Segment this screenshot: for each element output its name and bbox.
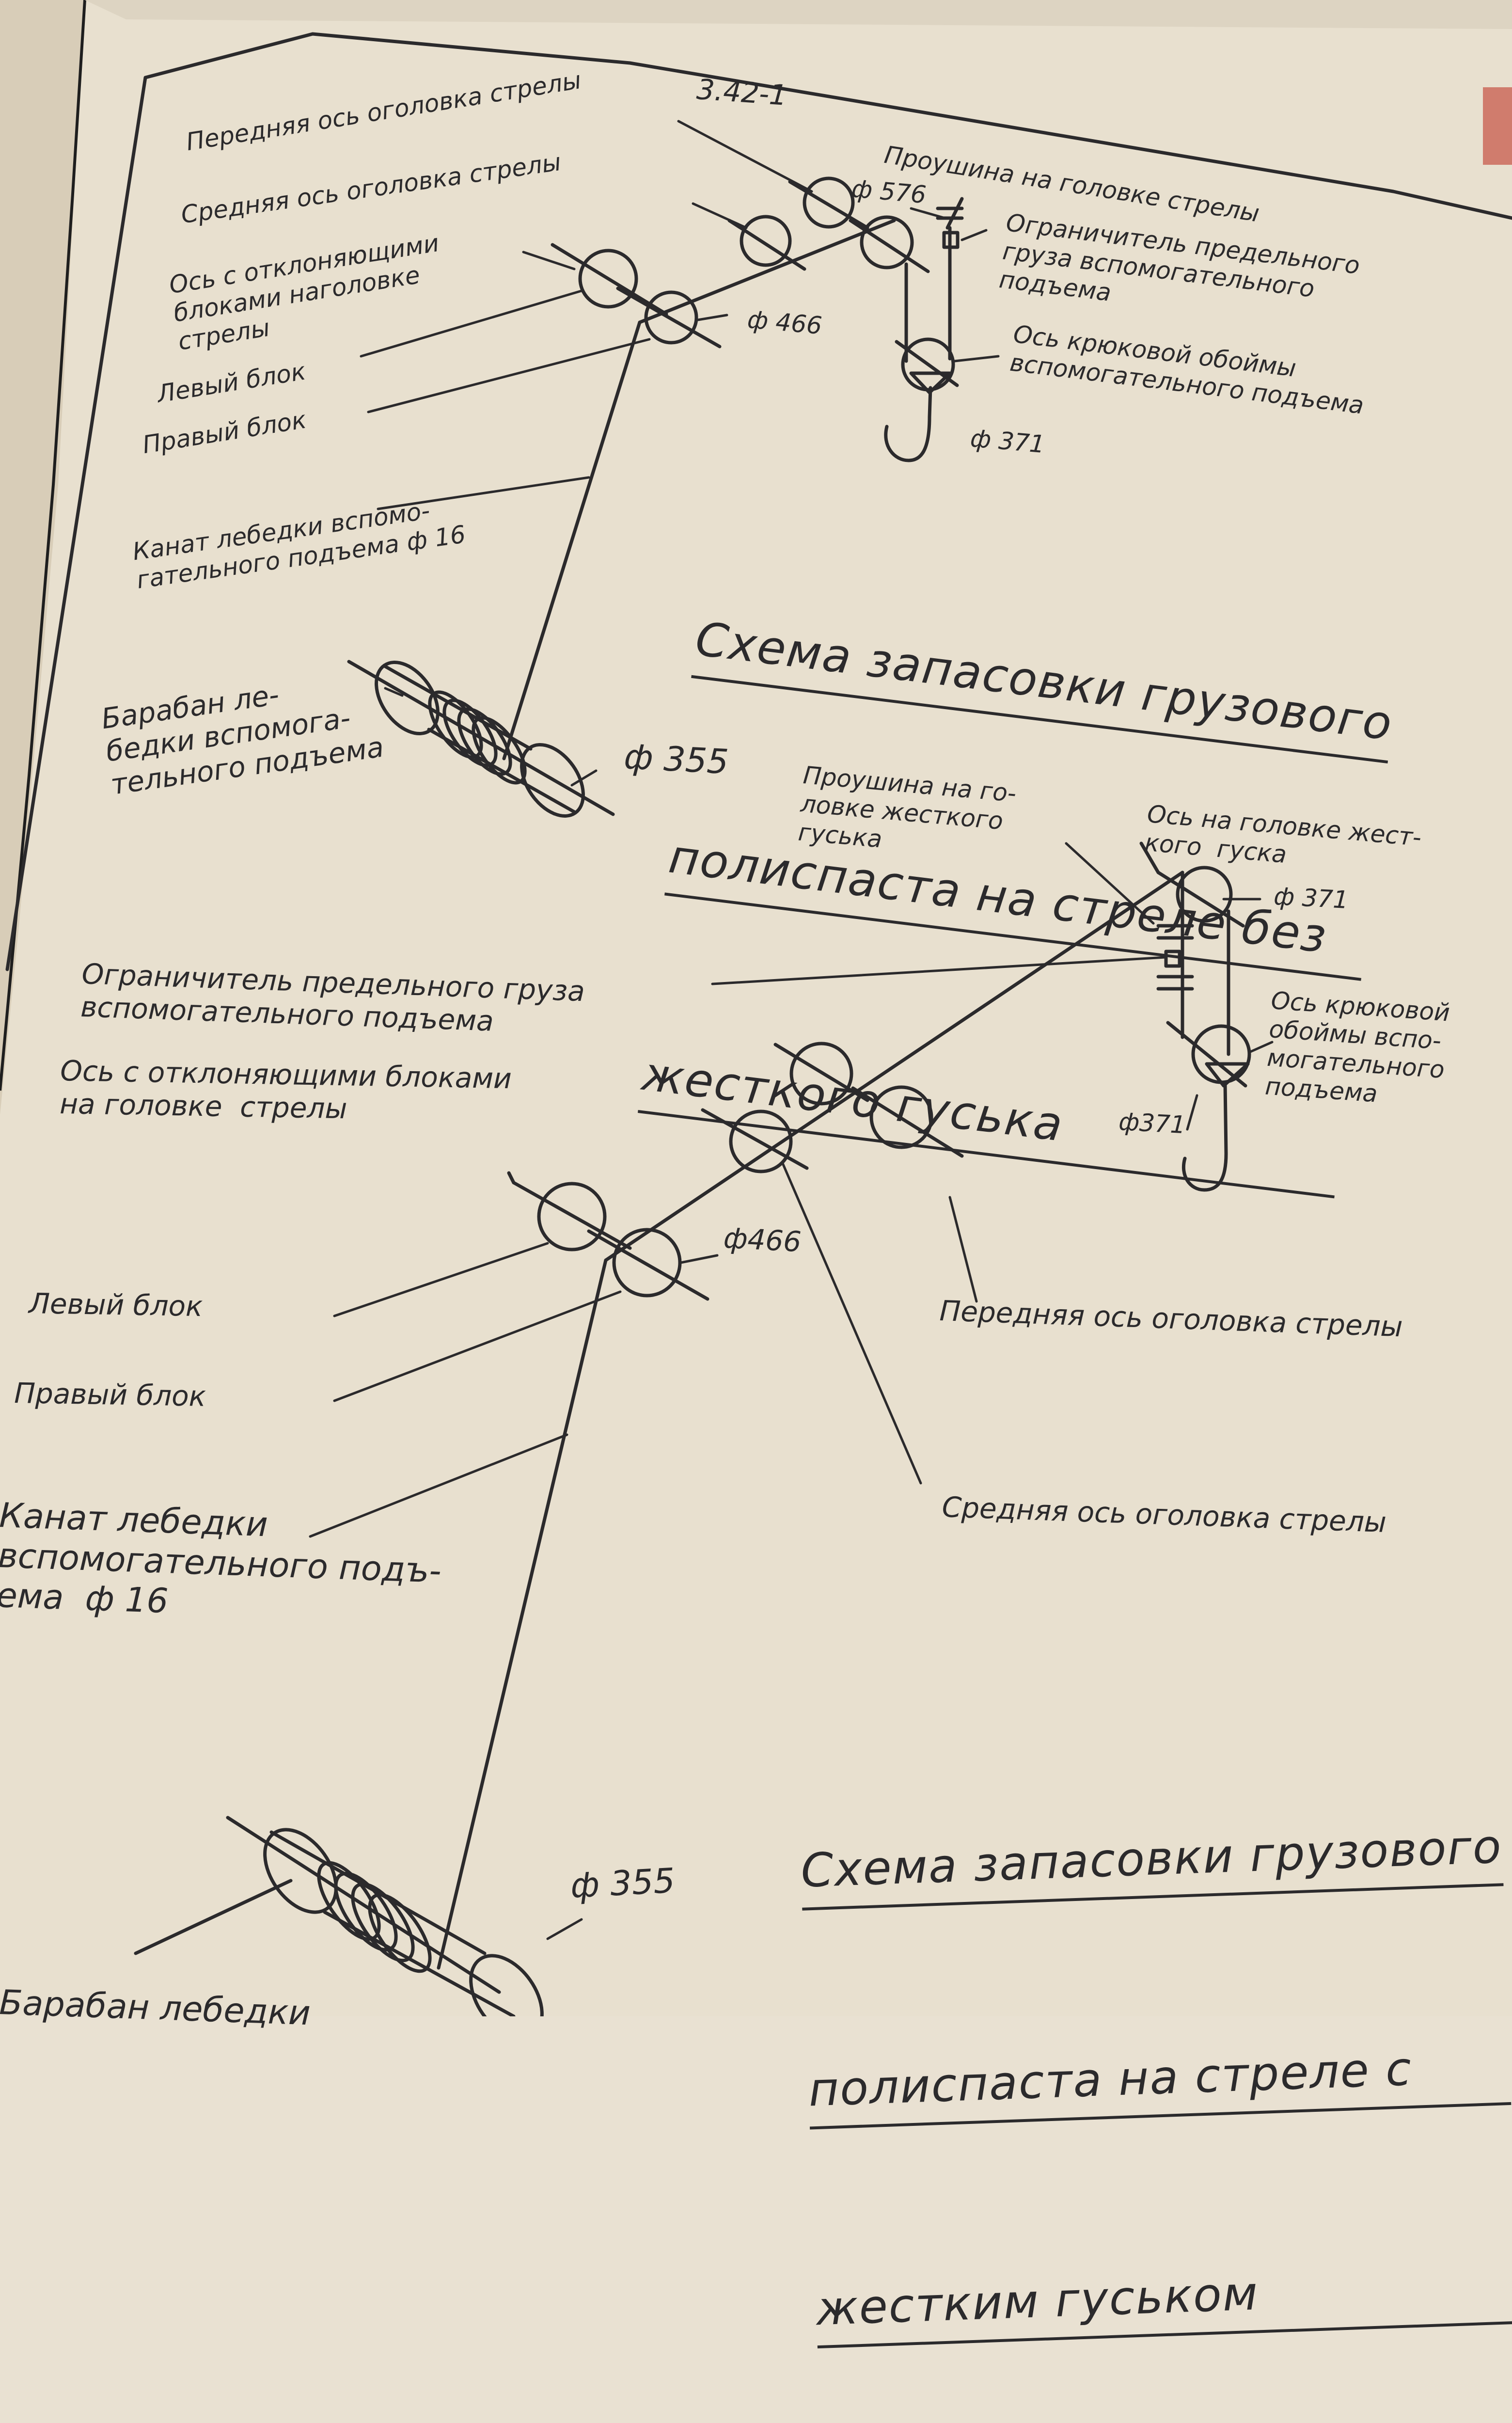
frame-border — [5, 76, 147, 971]
label-hook-axis-lower: Ось крюковой обоймы вспо- могательного п… — [1264, 986, 1451, 1108]
boom-head-line-lower — [604, 871, 1184, 1262]
dim-466-lower: ф466 — [723, 1221, 803, 1259]
title-upper-line-3: жесткого гуська — [637, 1039, 1343, 1199]
sheet-number: 3.42-1 — [695, 73, 788, 112]
dim-371-bottom-lower: ф371 — [1118, 1108, 1186, 1140]
label-right-block-lower: Правый блок — [14, 1377, 206, 1413]
sheave-deflecting-upper — [551, 243, 668, 316]
sheave-front-axis-upper — [788, 176, 869, 230]
dim-355-lower: ф 355 — [569, 1860, 676, 1906]
frame-border — [143, 32, 1512, 220]
title-upper-line-1: Схема запасовки грузового — [691, 603, 1397, 764]
title-lower-line-1: Схема запасовки грузового — [800, 1811, 1504, 1911]
title-lower-line-3: жестким гуськом — [815, 2249, 1512, 2349]
rope-lower — [437, 1258, 608, 1970]
sheave-front-axis-2-lower — [851, 1085, 964, 1158]
hook-block-upper — [884, 337, 959, 462]
drum-winch-lower — [134, 1816, 544, 2016]
boom-head-line-upper — [638, 219, 896, 324]
title-lower-scheme: Схема запасовки грузового полиспаста на … — [795, 1672, 1512, 2423]
sheave-deflecting-lower — [507, 1171, 632, 1251]
title-lower-line-2: полиспаста на стреле с — [807, 2030, 1511, 2130]
sheave-head-upper — [849, 215, 930, 273]
paper-background — [0, 0, 1512, 1115]
sheave-middle-axis-upper — [727, 215, 806, 271]
rope-upper — [502, 320, 642, 760]
label-rope-lower: Канат лебедки вспомогательного подъ- ема… — [0, 1495, 442, 1621]
label-left-block-lower: Левый блок — [28, 1287, 203, 1323]
sheave-front-axis-lower — [773, 1042, 869, 1106]
eye-limiter-lower — [1156, 924, 1194, 991]
hook-block-lower — [1166, 1021, 1251, 1192]
sheave-right-block-lower — [587, 1228, 709, 1301]
dim-371-top-lower: ф 371 — [1273, 882, 1349, 914]
sheave-middle-axis-lower — [701, 1108, 809, 1173]
leaders-lower — [309, 842, 1274, 1940]
drum-winch-upper — [347, 660, 615, 818]
label-deflecting-axis-lower: Ось с отклоняющими блоками на головке ст… — [59, 1054, 512, 1125]
rigging-diagram — [5, 32, 1512, 2016]
leaders-upper — [360, 120, 1000, 787]
sheave-right-block-upper — [616, 286, 722, 348]
